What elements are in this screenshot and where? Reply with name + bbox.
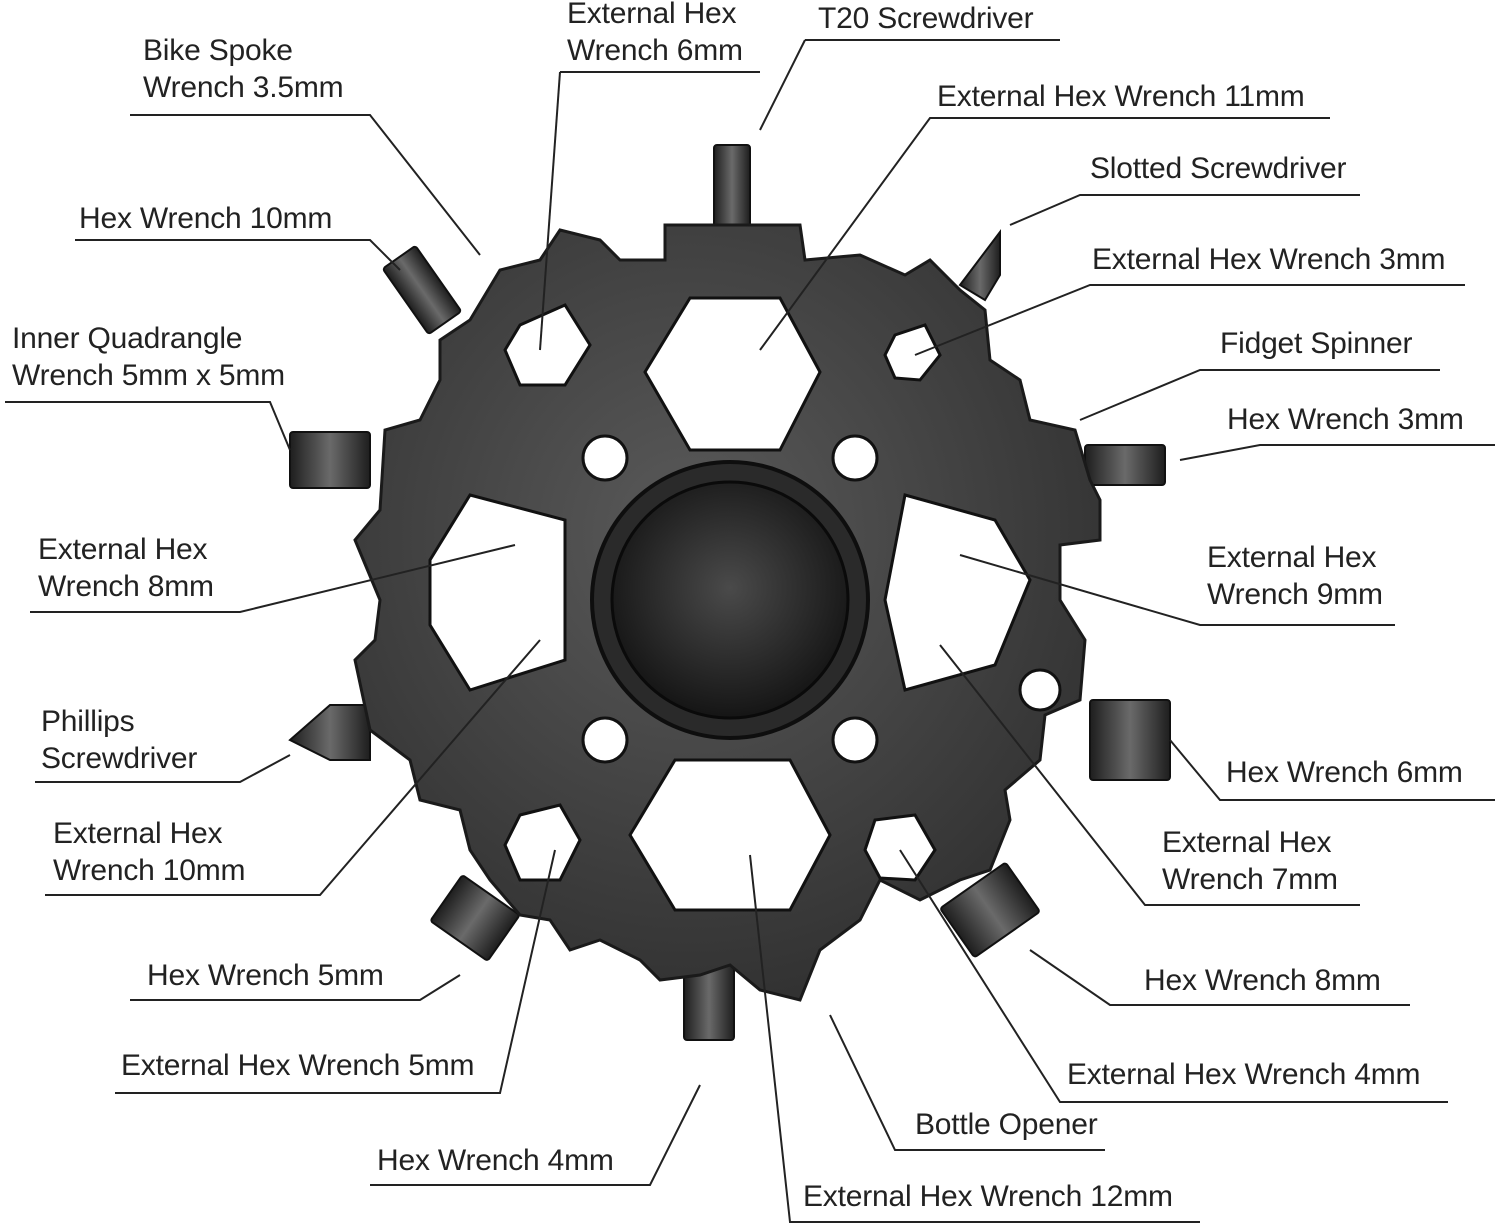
label-line: External Hex [38, 533, 208, 566]
label-line: External Hex [1162, 826, 1332, 859]
label-hex-wrench-10mm: Hex Wrench 10mm [79, 202, 333, 235]
label-hex-wrench-6mm: Hex Wrench 6mm [1226, 756, 1463, 789]
round-hole-icon [1018, 668, 1062, 712]
leader-line [130, 974, 461, 1001]
hex-hole-5mm-icon [503, 803, 582, 882]
hex-hole-4mm-icon [863, 813, 937, 882]
label-external-hex-wrench-5mm: External Hex Wrench 5mm [121, 1049, 475, 1082]
label-hex-wrench-5mm: Hex Wrench 5mm [147, 959, 384, 992]
label-line: External Hex [567, 0, 737, 30]
leader-line [939, 644, 1360, 906]
leader-line [45, 639, 541, 896]
label-fidget-spinner: Fidget Spinner [1220, 327, 1413, 360]
hex-3-bit-icon [1084, 444, 1166, 486]
label-hex-wrench-8mm: Hex Wrench 8mm [1144, 964, 1381, 997]
leader-line [749, 854, 1200, 1223]
hex-hole-6mm-icon [503, 303, 592, 387]
t20-bit-icon [713, 144, 751, 236]
label-line: External Hex [53, 817, 223, 850]
label-line: Wrench 9mm [1207, 578, 1383, 611]
leader-line [1009, 194, 1360, 226]
tool-bits [288, 144, 1171, 1041]
leader-line [370, 1084, 701, 1186]
hex-hole-12mm-icon [628, 758, 832, 912]
label-line: Screwdriver [41, 742, 198, 775]
label-hex-wrench-4mm: Hex Wrench 4mm [377, 1144, 614, 1177]
label-line: Wrench 7mm [1162, 863, 1338, 896]
leader-line [75, 239, 401, 271]
leader-line [914, 284, 1465, 356]
label-line: Wrench 3.5mm [143, 71, 344, 104]
leader-line [539, 71, 561, 351]
label-t20-screwdriver: T20 Screwdriver [818, 2, 1034, 35]
quad-bit-icon [289, 431, 371, 489]
slotted-bit-icon [958, 229, 1001, 302]
label-external-hex-wrench-7mm: External Hex Wrench 7mm [1162, 824, 1338, 898]
leader-line [1029, 949, 1410, 1006]
leader-line [829, 1014, 1105, 1151]
label-line: Wrench 5mm x 5mm [12, 359, 285, 392]
label-external-hex-wrench-11mm: External Hex Wrench 11mm [937, 80, 1305, 113]
label-inner-quadrangle-wrench: Inner Quadrangle Wrench 5mm x 5mm [12, 320, 285, 394]
label-line: Wrench 8mm [38, 570, 214, 603]
label-external-hex-wrench-12mm: External Hex Wrench 12mm [803, 1180, 1173, 1213]
leader-line [1079, 369, 1440, 421]
bearing-inner-icon [610, 480, 850, 720]
round-hole-icon [831, 716, 879, 764]
leader-line [30, 544, 516, 613]
round-hole-icon [831, 434, 879, 482]
leader-line [759, 117, 1330, 351]
hex-holes [428, 296, 1032, 912]
label-slotted-screwdriver: Slotted Screwdriver [1090, 152, 1347, 185]
label-line: External Hex [1207, 541, 1377, 574]
leader-line [959, 554, 1395, 626]
hex-6-bit-icon [1089, 699, 1171, 781]
leader-line [759, 39, 806, 131]
label-external-hex-wrench-10mm: External Hex Wrench 10mm [53, 815, 246, 889]
label-line: Bike Spoke [143, 34, 293, 67]
leader-line [115, 849, 556, 1094]
round-holes [581, 434, 1062, 764]
label-line: Inner Quadrangle [12, 322, 243, 355]
hex-hole-8mm-icon [428, 493, 567, 692]
leader-line [130, 114, 481, 256]
hex-10-bit-icon [382, 245, 462, 335]
leader-lines [5, 39, 1495, 1223]
label-external-hex-wrench-6mm: External Hex Wrench 6mm [567, 0, 743, 69]
hex-5-bit-icon [430, 875, 520, 961]
hex-hole-11mm-icon [643, 296, 822, 452]
leader-line [1179, 444, 1495, 461]
label-bike-spoke-wrench: Bike Spoke Wrench 3.5mm [143, 32, 344, 106]
leader-line [899, 849, 1448, 1103]
label-hex-wrench-3mm: Hex Wrench 3mm [1227, 403, 1464, 436]
label-external-hex-wrench-3mm: External Hex Wrench 3mm [1092, 243, 1446, 276]
label-line: Phillips [41, 705, 135, 738]
label-line: Wrench 6mm [567, 34, 743, 67]
round-hole-icon [581, 716, 629, 764]
round-hole-icon [581, 434, 629, 482]
leader-line [35, 754, 291, 783]
label-external-hex-wrench-8mm: External Hex Wrench 8mm [38, 531, 214, 605]
hex-8-bit-icon [940, 862, 1040, 958]
leader-line [1169, 739, 1495, 801]
label-phillips-screwdriver: Phillips Screwdriver [41, 703, 197, 777]
phillips-bit-icon [288, 704, 371, 761]
leader-line [5, 401, 291, 451]
hex-hole-9mm-icon [883, 493, 1032, 692]
label-external-hex-wrench-4mm: External Hex Wrench 4mm [1067, 1058, 1421, 1091]
label-bottle-opener: Bottle Opener [915, 1108, 1098, 1141]
label-line: Wrench 10mm [53, 854, 246, 887]
hex-hole-3mm-icon [883, 323, 942, 382]
label-external-hex-wrench-9mm: External Hex Wrench 9mm [1207, 539, 1383, 613]
